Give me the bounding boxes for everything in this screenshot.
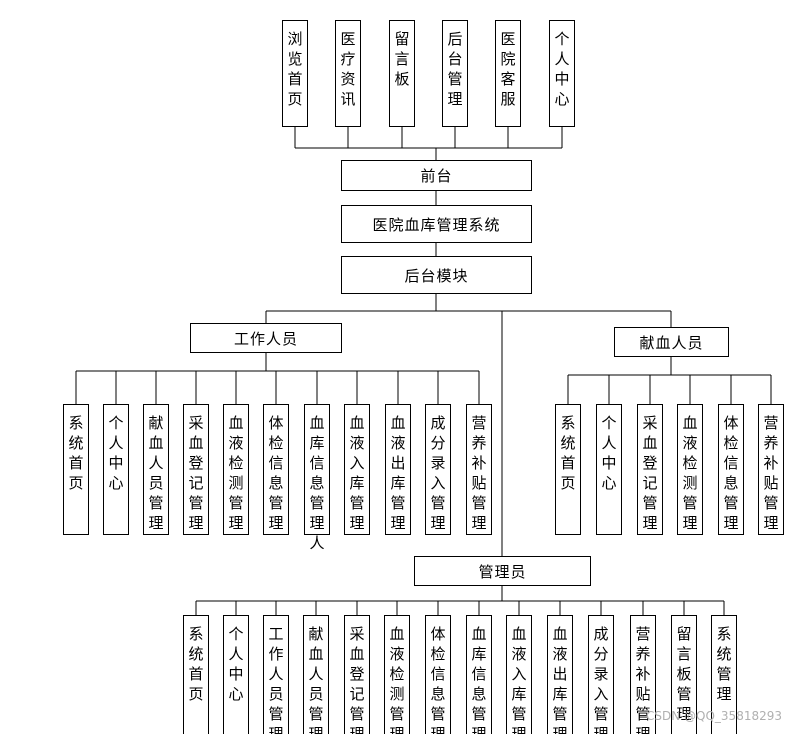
staff-module-box: 血液出库管理: [385, 404, 411, 535]
admin-module-box: 工作人员管理: [263, 615, 289, 734]
admin-module-box: 采血登记管理: [344, 615, 370, 734]
frontend-module-box: 医院客服: [495, 20, 521, 127]
staff-module-box: 营养补贴管理: [466, 404, 492, 535]
staff-module-box: 个人中心: [103, 404, 129, 535]
admin-module-box: 成分录入管理: [588, 615, 614, 734]
staff-module-box: 采血登记管理: [183, 404, 209, 535]
admin-module-box: 营养补贴管理: [630, 615, 656, 734]
donor-module-box: 营养补贴管理: [758, 404, 784, 535]
watermark: CSDN @QQ_35818293: [646, 709, 782, 723]
staff-node: 工作人员: [190, 323, 342, 353]
admin-module-box: 个人中心: [223, 615, 249, 734]
admin-module-box: 献血人员管理: [303, 615, 329, 734]
donor-module-box: 系统首页: [555, 404, 581, 535]
staff-module-box: 献血人员管理: [143, 404, 169, 535]
staff-module-box: 血液入库管理: [344, 404, 370, 535]
admin-module-box: 系统首页: [183, 615, 209, 734]
donor-module-box: 个人中心: [596, 404, 622, 535]
staff-module-box: 血液检测管理: [223, 404, 249, 535]
frontend-module-box: 浏览首页: [282, 20, 308, 127]
system-node: 医院血库管理系统: [341, 205, 532, 243]
donor-module-box: 采血登记管理: [637, 404, 663, 535]
admin-module-box: 留言板管理: [671, 615, 697, 734]
frontend-module-box: 医疗资讯: [335, 20, 361, 127]
admin-module-box: 血液入库管理: [506, 615, 532, 734]
admin-module-box: 血库信息管理: [466, 615, 492, 734]
staff-module-box: 体检信息管理: [263, 404, 289, 535]
admin-module-box: 血液检测管理: [384, 615, 410, 734]
admin-module-box: 体检信息管理: [425, 615, 451, 734]
staff-module-box: 系统首页: [63, 404, 89, 535]
admin-module-box: 血液出库管理: [547, 615, 573, 734]
frontend-module-box: 留言板: [389, 20, 415, 127]
frontend-module-box: 后台管理: [442, 20, 468, 127]
staff-module-box: 血库信息管理人: [304, 404, 330, 552]
frontend-node: 前台: [341, 160, 532, 191]
frontend-module-box: 个人中心: [549, 20, 575, 127]
admin-node: 管理员: [414, 556, 591, 586]
donor-module-box: 血液检测管理: [677, 404, 703, 535]
donor-module-box: 体检信息管理: [718, 404, 744, 535]
staff-module-box: 成分录入管理: [425, 404, 451, 535]
admin-module-box: 系统管理: [711, 615, 737, 734]
donor-node: 献血人员: [614, 327, 729, 357]
backend-node: 后台模块: [341, 256, 532, 294]
